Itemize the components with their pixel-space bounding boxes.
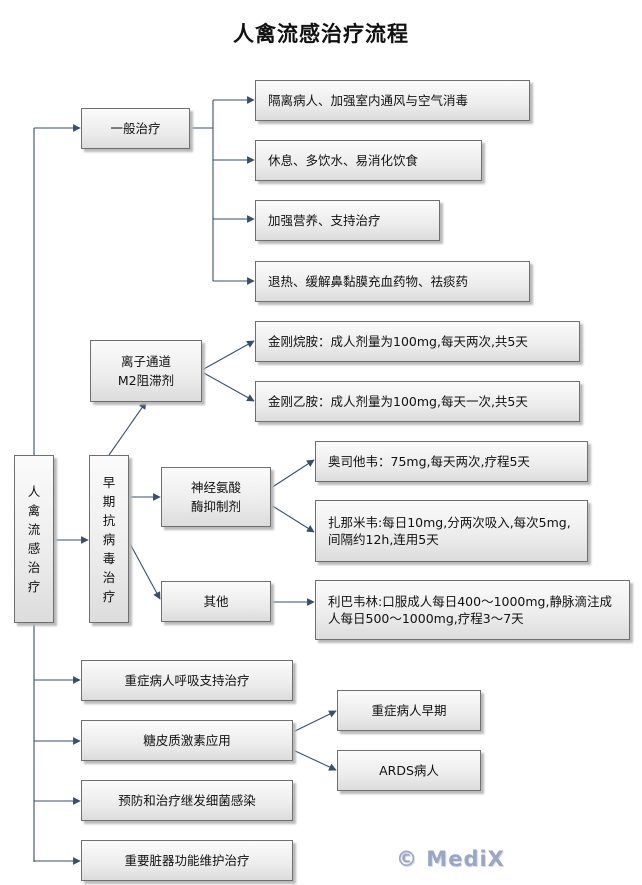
- general-item-3: 加强营养、支持治疗: [255, 200, 440, 241]
- m2-blocker-node: 离子通道 M2阻滞剂: [90, 340, 202, 402]
- medix-watermark: © MediX: [396, 847, 505, 871]
- root-node: 人禽流感治疗: [14, 455, 54, 623]
- page-title: 人禽流感治疗流程: [233, 21, 409, 46]
- oseltamivir-item: 奥司他韦：75mg,每天两次,疗程5天: [315, 441, 588, 482]
- rimantadine-item: 金刚乙胺：成人剂量为100mg,每天一次,共5天: [255, 381, 580, 422]
- root-label: 人禽流感治疗: [27, 484, 41, 594]
- secondary-infection-node: 预防和治疗继发细菌感染: [81, 780, 293, 821]
- general-item-2: 休息、多饮水、易消化饮食: [255, 140, 482, 181]
- organ-support-node: 重要脏器功能维护治疗: [81, 840, 293, 881]
- respiratory-support-node: 重症病人呼吸支持治疗: [81, 660, 293, 701]
- general-item-1: 隔离病人、加强室内通风与空气消毒: [255, 80, 530, 121]
- antiviral-node: 早期抗病毒治疗: [89, 455, 129, 623]
- neuraminidase-label-line2: 酶抑制剂: [190, 499, 241, 514]
- m2-label-line2: M2阻滞剂: [117, 373, 175, 388]
- ribavirin-item: 利巴韦林:口服成人每日400～1000mg,静脉滴注成人每日500～1000mg…: [315, 580, 630, 640]
- other-node: 其他: [161, 581, 271, 622]
- general-item-4: 退热、缓解鼻黏膜充血药物、祛痰药: [255, 261, 530, 302]
- steroid-early-severe: 重症病人早期: [337, 690, 481, 731]
- steroid-ards: ARDS病人: [337, 750, 481, 791]
- steroid-node: 糖皮质激素应用: [81, 720, 293, 761]
- antiviral-label: 早期抗病毒治疗: [102, 474, 116, 604]
- zanamivir-item: 扎那米韦:每日10mg,分两次吸入,每次5mg,间隔约12h,连用5天: [315, 500, 588, 562]
- m2-label-line1: 离子通道: [120, 354, 171, 369]
- general-treatment-node: 一般治疗: [81, 108, 190, 149]
- neuraminidase-node: 神经氨酸 酶抑制剂: [161, 467, 271, 527]
- amantadine-item: 金刚烷胺：成人剂量为100mg,每天两次,共5天: [255, 321, 580, 362]
- neuraminidase-label-line1: 神经氨酸: [190, 480, 241, 495]
